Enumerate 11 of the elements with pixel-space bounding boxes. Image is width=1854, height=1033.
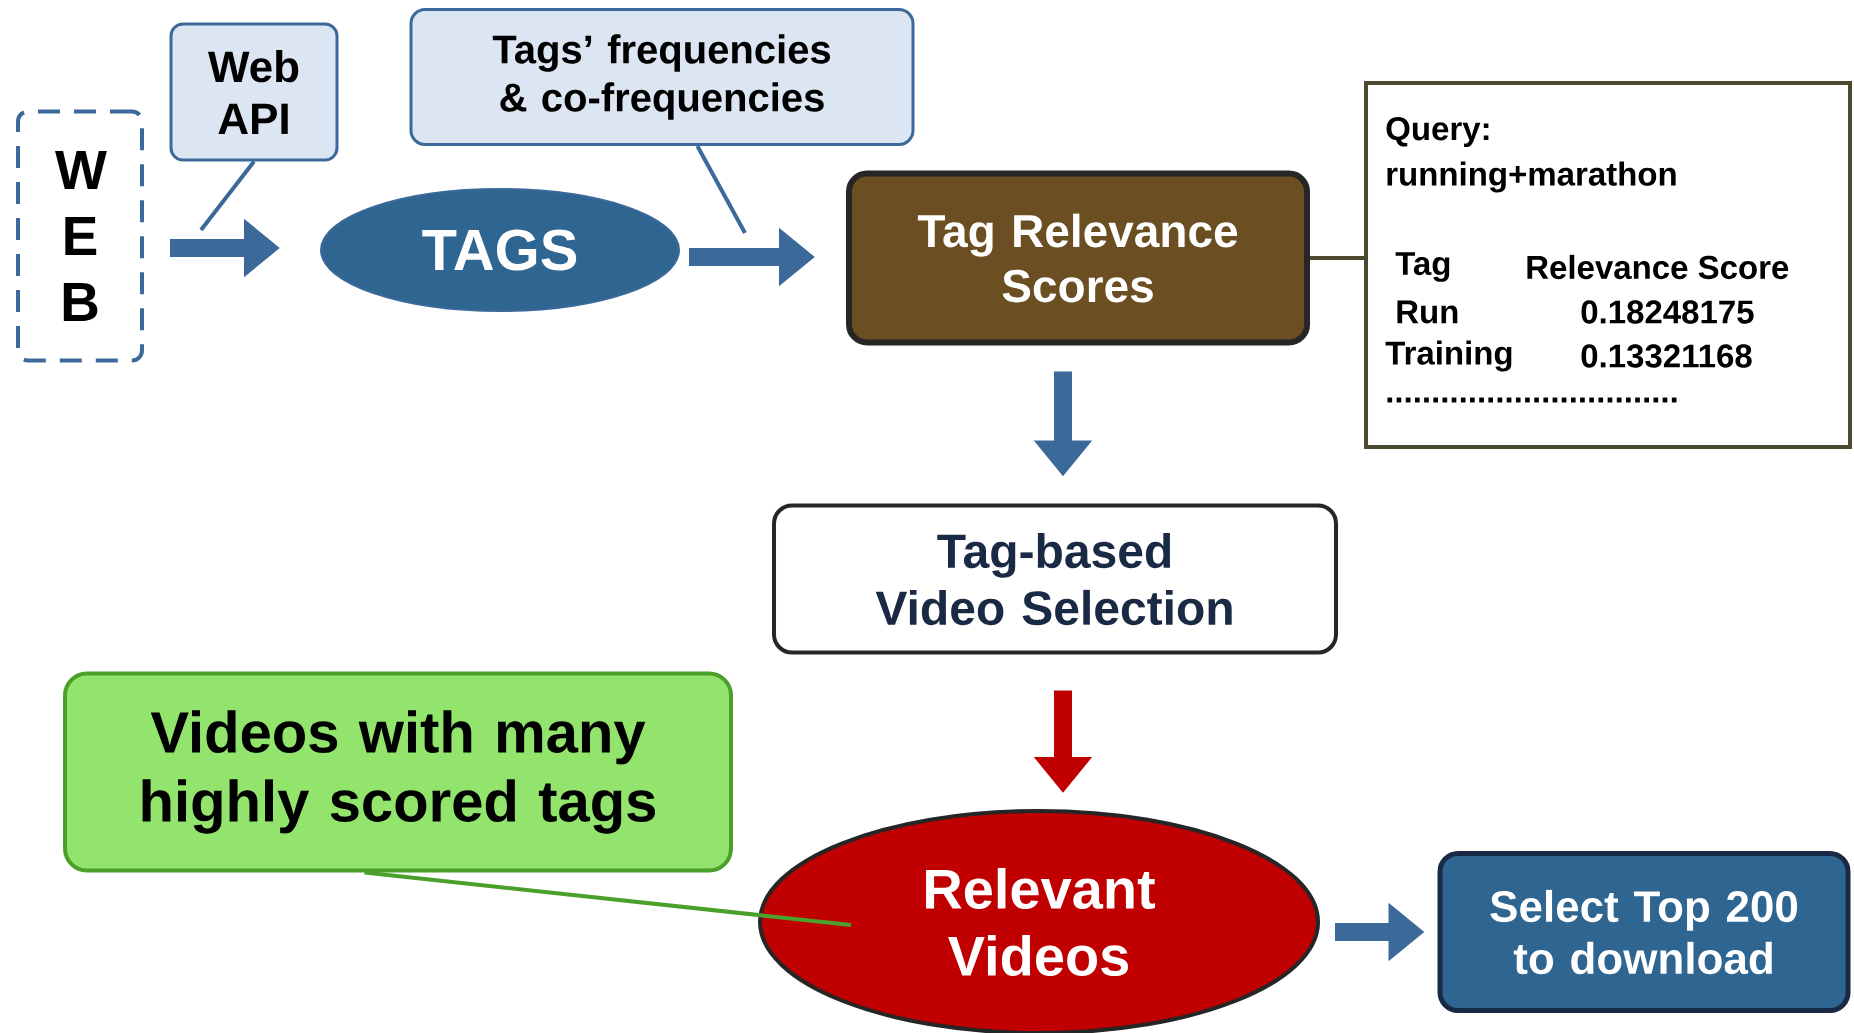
callout-box: Tags’ frequencies & co-frequencies [409,8,915,146]
leader-line [695,145,747,234]
callout-box: Web API [169,22,339,162]
leader-line [1310,256,1364,260]
process-box: Tag Relevance Scores [846,170,1310,346]
query-table-box: Query: running+marathon Tag Relevance Score Run 0.18248175 Training 0.13321168 ................................ [1364,81,1853,449]
process-box: Tag-based Video Selection [772,503,1338,655]
callout-box: Videos with many highly scored tags [63,671,733,873]
output-box: Select Top 200 to download [1437,851,1851,1013]
web-box: W E B [16,109,144,363]
leader-line [199,160,256,232]
